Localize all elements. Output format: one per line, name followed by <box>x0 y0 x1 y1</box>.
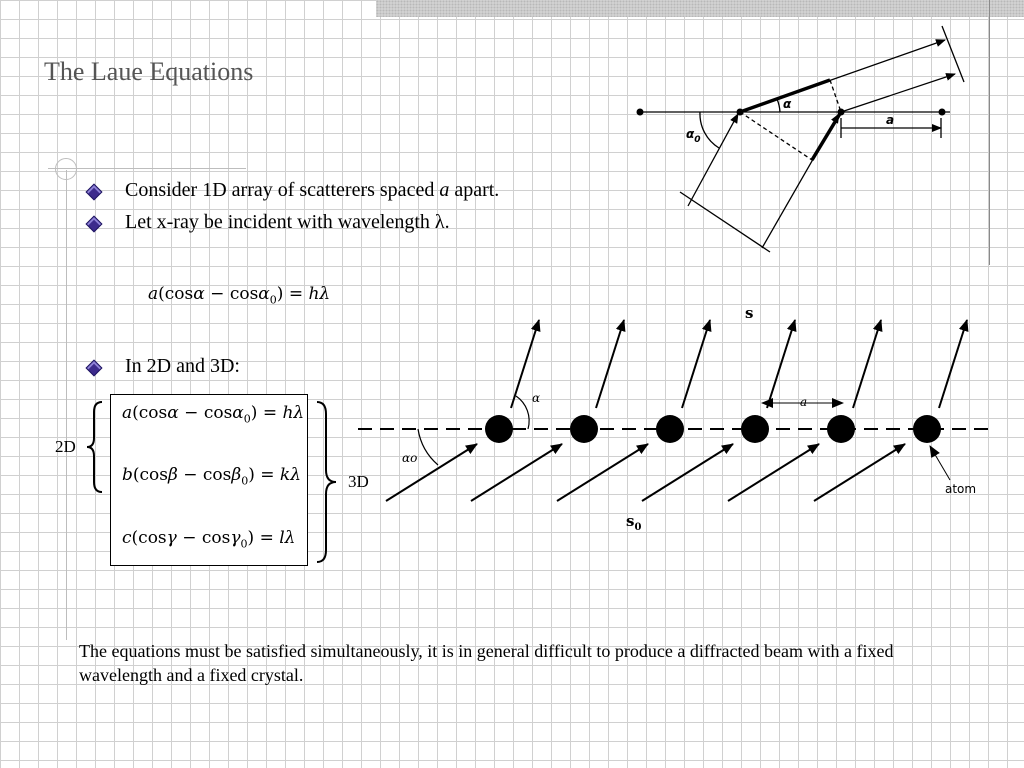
diffracted-ray-2 <box>840 73 956 113</box>
alpha-arc <box>515 395 530 430</box>
bullet-3-text: In 2D and 3D: <box>125 355 240 377</box>
incident-wavefront <box>679 191 771 253</box>
brace-3d <box>316 401 337 563</box>
diagram-atom-row: s s0 α αo a atom <box>358 304 990 533</box>
diffracted-arrow <box>681 319 712 409</box>
incident-ray-1 <box>687 113 739 207</box>
dashed-perpendicular-2 <box>739 111 813 161</box>
atom <box>570 415 598 443</box>
diffracted-arrow <box>595 319 626 409</box>
alpha0-arc <box>699 111 720 149</box>
s-label: s <box>745 304 753 322</box>
bullet-1-var: a <box>439 179 450 201</box>
bullet-1-text-a: Consider 1D array of scatterers spaced <box>125 179 440 201</box>
bullet-diamond-icon <box>85 215 103 233</box>
diffracted-arrow <box>766 319 797 409</box>
alpha0-arc <box>417 428 439 466</box>
incident-arrow <box>470 443 563 502</box>
incident-arrow <box>641 443 734 502</box>
bullet-1-text-b: apart. <box>449 179 500 201</box>
atom <box>827 415 855 443</box>
laue-equation-c: c(cosγ − cosγ0) = lλ <box>122 528 296 551</box>
bullet-diamond-icon <box>85 359 103 377</box>
atom <box>913 415 941 443</box>
diagram-1d-scattering: α α0 a <box>636 25 965 253</box>
laue-equation-1d: a(cosα − cosα0) = hλ <box>148 284 331 307</box>
path-segment-scattered <box>739 78 831 114</box>
diffracted-arrow <box>510 319 541 409</box>
corner-circle-ornament <box>55 158 77 180</box>
atoms <box>385 319 969 502</box>
atom-label: atom <box>945 482 976 496</box>
incident-arrow <box>385 443 478 502</box>
atom <box>485 415 513 443</box>
incident-arrow <box>727 443 820 502</box>
conclusion-text: The equations must be satisfied simultan… <box>79 641 894 685</box>
alpha-label: α <box>783 97 792 111</box>
atom-point <box>837 108 845 116</box>
path-segment-incident <box>810 111 843 161</box>
atom-point <box>636 108 644 116</box>
brace-2d <box>86 401 103 493</box>
laue-equation-b: b(cosβ − cosβ0) = kλ <box>122 465 301 488</box>
left-decorative-vline <box>66 170 67 640</box>
atom <box>741 415 769 443</box>
spacing-label: a <box>886 113 894 127</box>
incident-arrow <box>556 443 649 502</box>
atom-point <box>736 108 744 116</box>
bullet-diamond-icon <box>85 183 103 201</box>
atom-point <box>938 108 946 116</box>
label-2d: 2D <box>55 437 76 456</box>
laue-equation-a: a(cosα − cosα0) = hλ <box>122 403 305 426</box>
top-decorative-band <box>376 0 1024 17</box>
spacing-label: a <box>800 395 807 409</box>
atom-pointer <box>929 445 951 481</box>
alpha0-label: αo <box>402 451 417 465</box>
diffracted-arrow <box>938 319 969 409</box>
exit-wavefront <box>941 25 965 83</box>
left-decorative-hline <box>48 168 246 169</box>
alpha0-label: α0 <box>686 127 701 145</box>
dashed-perpendicular-1 <box>829 79 842 113</box>
incident-arrow <box>813 443 906 502</box>
diffracted-arrow <box>852 319 883 409</box>
atom <box>656 415 684 443</box>
bullet-2-text: Let x-ray be incident with wavelength λ. <box>125 211 450 233</box>
slide-title: The Laue Equations <box>44 57 254 86</box>
s0-label: s0 <box>626 512 641 533</box>
label-3d: 3D <box>348 472 369 491</box>
alpha-label: α <box>532 391 540 405</box>
alpha-arc <box>776 98 781 113</box>
equation-box <box>110 394 308 566</box>
right-divider-line <box>989 0 990 265</box>
